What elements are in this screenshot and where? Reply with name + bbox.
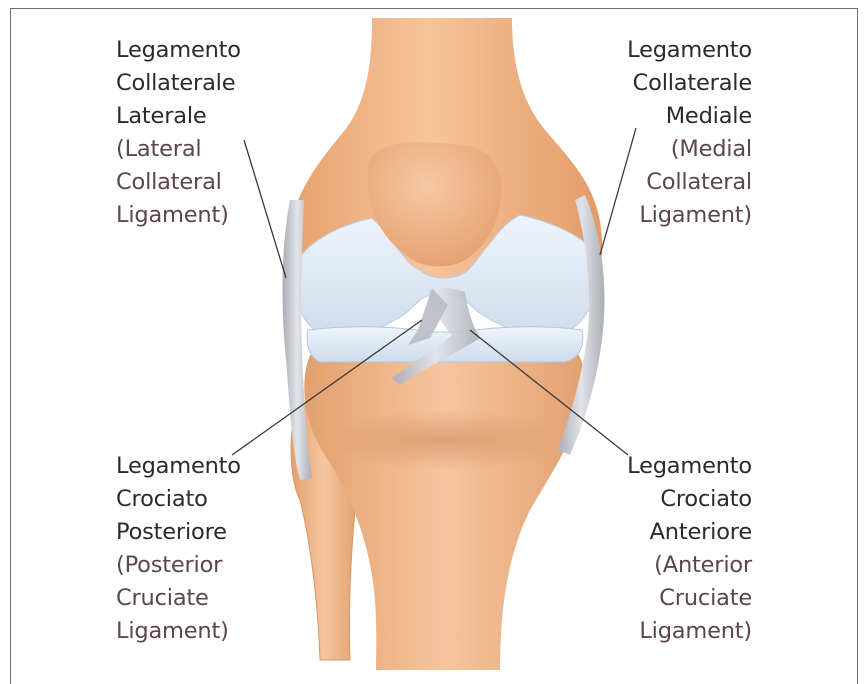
- label-line: Collateral: [627, 166, 752, 199]
- lateral-collateral-ligament-label: Legamento Collaterale Laterale (Lateral …: [116, 34, 241, 232]
- label-line: Mediale: [627, 100, 752, 133]
- posterior-cruciate-ligament-label: Legamento Crociato Posteriore (Posterior…: [116, 450, 241, 648]
- label-line: (Posterior: [116, 549, 241, 582]
- label-line: Cruciate: [116, 582, 241, 615]
- label-line: (Anterior: [627, 549, 752, 582]
- label-line: (Medial: [627, 133, 752, 166]
- label-line: Legamento: [116, 34, 241, 67]
- label-line: Legamento: [116, 450, 241, 483]
- label-line: Laterale: [116, 100, 241, 133]
- label-line: Ligament): [116, 615, 241, 648]
- label-line: Collaterale: [116, 67, 241, 100]
- label-line: Ligament): [627, 615, 752, 648]
- label-line: Crociato: [627, 483, 752, 516]
- label-line: (Lateral: [116, 133, 241, 166]
- label-line: Legamento: [627, 34, 752, 67]
- label-line: Crociato: [116, 483, 241, 516]
- label-line: Collateral: [116, 166, 241, 199]
- label-line: Posteriore: [116, 516, 241, 549]
- label-line: Ligament): [627, 199, 752, 232]
- label-line: Ligament): [116, 199, 241, 232]
- anterior-cruciate-ligament-label: Legamento Crociato Anteriore (Anterior C…: [627, 450, 752, 648]
- lcl-leader-line: [244, 140, 286, 278]
- label-line: Collaterale: [627, 67, 752, 100]
- label-line: Anteriore: [627, 516, 752, 549]
- medial-collateral-ligament-label: Legamento Collaterale Mediale (Medial Co…: [627, 34, 752, 232]
- label-line: Legamento: [627, 450, 752, 483]
- label-line: Cruciate: [627, 582, 752, 615]
